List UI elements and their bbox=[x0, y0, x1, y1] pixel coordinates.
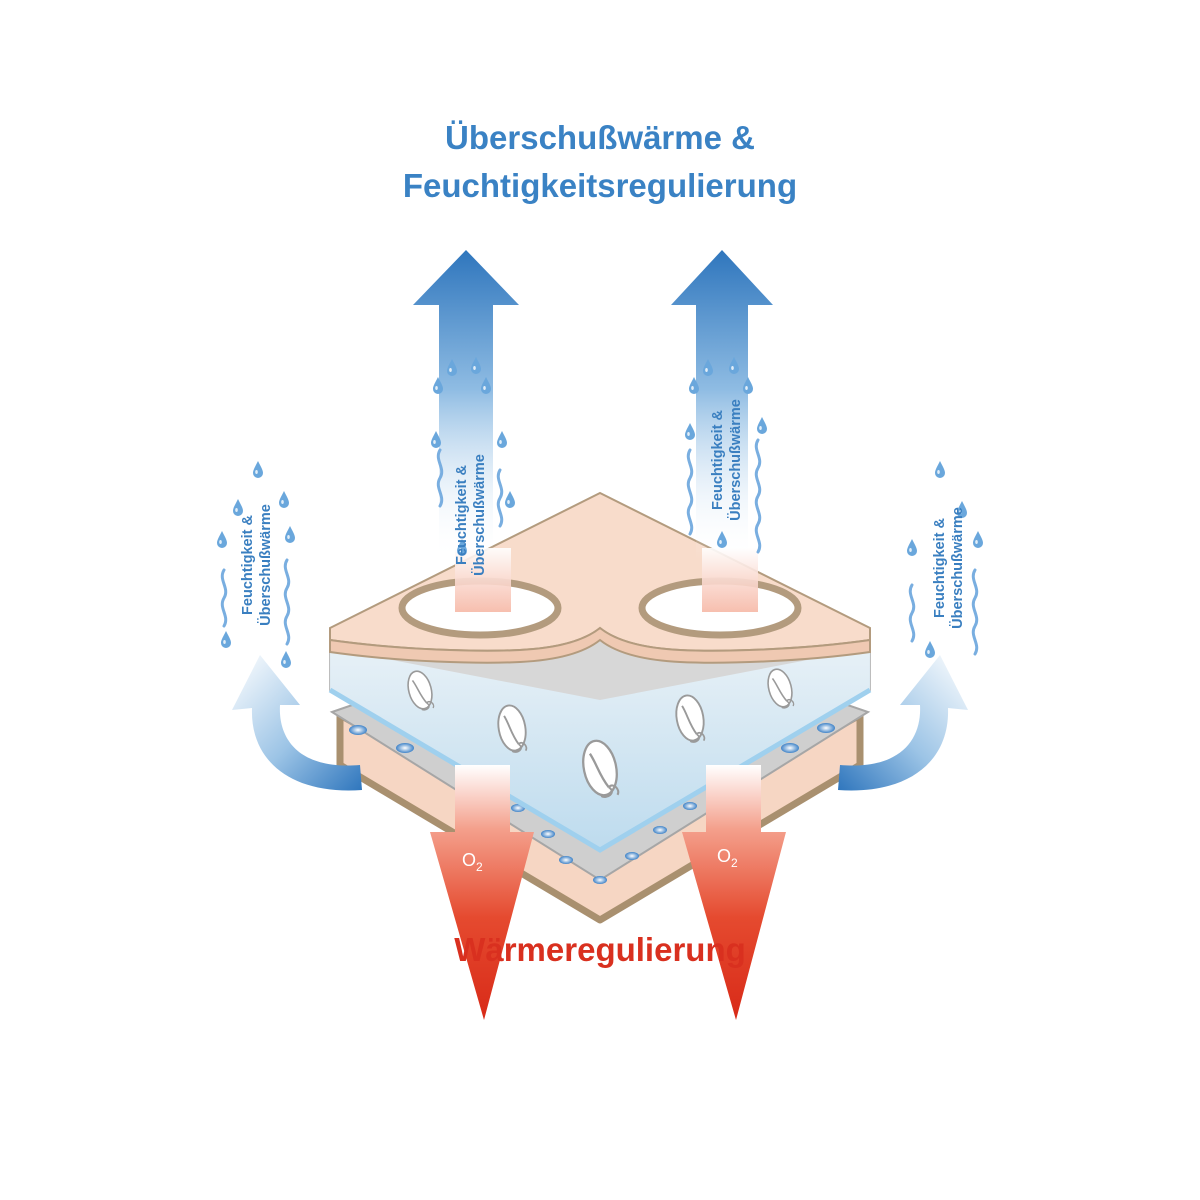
water-drop-icon bbox=[285, 526, 295, 543]
water-drop-icon bbox=[505, 491, 515, 508]
water-drop-icon bbox=[685, 423, 695, 440]
label-left-arrow-line1: Feuchtigkeit & bbox=[454, 465, 470, 565]
label-right-side-line2: Überschußwärme bbox=[949, 507, 966, 629]
oxygen-subscript-left: 2 bbox=[476, 860, 483, 874]
water-drop-icon bbox=[973, 531, 983, 548]
label-right-arrow: Feuchtigkeit & Überschußwärme bbox=[710, 399, 744, 521]
label-right-arrow-line1: Feuchtigkeit & bbox=[710, 410, 726, 510]
title-heat-regulation: Wärmeregulierung bbox=[454, 931, 746, 968]
svg-text:O2: O2 bbox=[462, 850, 483, 874]
water-drop-icon bbox=[221, 631, 231, 648]
water-drop-icon bbox=[925, 641, 935, 658]
label-left-arrow: Feuchtigkeit & Überschußwärme bbox=[454, 454, 488, 576]
label-right-side: Feuchtigkeit & Überschußwärme bbox=[932, 507, 966, 629]
red-arrow-down-icon: O2 bbox=[430, 765, 534, 1020]
water-drop-icon bbox=[935, 461, 945, 478]
title-heat-moisture-regulation: Überschußwärme & Feuchtigkeitsregulierun… bbox=[0, 114, 1200, 210]
blue-arrow-up-icon bbox=[671, 250, 773, 560]
title-top-line2: Feuchtigkeitsregulierung bbox=[402, 167, 798, 204]
water-drop-icon bbox=[757, 417, 767, 434]
water-drop-icon bbox=[497, 431, 507, 448]
label-right-side-line1: Feuchtigkeit & bbox=[932, 518, 948, 618]
water-drop-icon bbox=[279, 491, 289, 508]
water-drop-icon bbox=[217, 531, 227, 548]
oxygen-symbol-right: O bbox=[717, 846, 731, 866]
label-left-side-line1: Feuchtigkeit & bbox=[240, 515, 256, 615]
title-top-line1: Überschußwärme & bbox=[445, 119, 755, 156]
blue-arrow-up-icon bbox=[838, 655, 968, 791]
oxygen-symbol-left: O bbox=[462, 850, 476, 870]
label-left-side: Feuchtigkeit & Überschußwärme bbox=[240, 504, 274, 626]
blue-arrow-up-icon bbox=[232, 655, 362, 791]
vapor-lines bbox=[220, 438, 979, 656]
svg-text:O2: O2 bbox=[717, 846, 738, 870]
oxygen-subscript-right: 2 bbox=[731, 856, 738, 870]
water-drop-icon bbox=[281, 651, 291, 668]
water-drop-icon bbox=[907, 539, 917, 556]
water-drop-icon bbox=[253, 461, 263, 478]
label-left-arrow-line2: Überschußwärme bbox=[471, 454, 488, 576]
label-right-arrow-line2: Überschußwärme bbox=[727, 399, 744, 521]
material-layer-stack bbox=[328, 491, 872, 924]
label-left-side-line2: Überschußwärme bbox=[257, 504, 274, 626]
water-drop-icon bbox=[233, 499, 243, 516]
red-arrow-down-icon: O2 bbox=[682, 765, 786, 1020]
